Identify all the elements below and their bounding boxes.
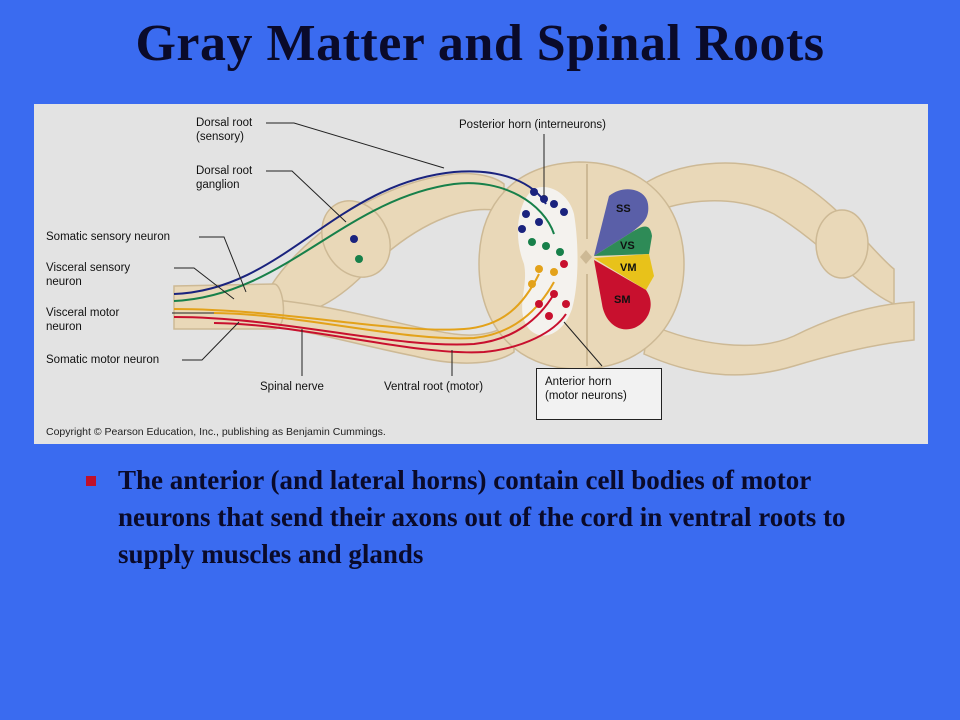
visceral-sensory-leader — [174, 267, 235, 300]
right-nerve-structure — [643, 162, 915, 376]
ventral-root-shape — [263, 298, 515, 364]
interneuron-blue-1 — [530, 188, 538, 196]
label-somatic-sensory-neuron: Somatic sensory neuron — [46, 231, 171, 243]
ss-zone — [594, 189, 649, 256]
zone-label-vm: VM — [620, 262, 637, 274]
copyright-notice: Copyright © Pearson Education, Inc., pub… — [46, 426, 386, 438]
somatic-motor-leader — [182, 321, 240, 361]
zone-label-vs: VS — [620, 240, 635, 252]
label-spinal-nerve: Spinal nerve — [260, 381, 324, 393]
dorsal-root-leader — [266, 122, 445, 169]
interneuron-green-2 — [542, 242, 550, 250]
anterior-horn-leader — [563, 321, 603, 367]
label-visceral-sensory-neuron: Visceral sensory neuron — [46, 262, 131, 288]
interneuron-blue-7 — [518, 225, 526, 233]
bullet-marker — [86, 476, 96, 486]
motor-red-1 — [560, 260, 568, 268]
central-canal — [580, 250, 592, 264]
interneuron-blue-5 — [522, 210, 530, 218]
motor-red-2 — [550, 290, 558, 298]
label-visceral-motor-neuron: Visceral motor neuron — [46, 307, 120, 333]
neuron-cell-bodies — [350, 188, 570, 320]
zone-label-sm: SM — [614, 294, 631, 306]
motor-yellow-2 — [550, 268, 558, 276]
interneuron-green-1 — [528, 238, 536, 246]
label-dorsal-root: Dorsal root (sensory) — [196, 117, 253, 143]
label-somatic-motor-neuron: Somatic motor neuron — [46, 354, 160, 366]
spinal-cord-diagram — [172, 122, 915, 376]
motor-red-4 — [535, 300, 543, 308]
visceral-sensory-axon — [173, 182, 555, 302]
label-posterior-horn: Posterior horn (interneurons) — [459, 119, 607, 131]
interneuron-blue-6 — [535, 218, 543, 226]
label-ventral-root: Ventral root (motor) — [384, 381, 484, 393]
left-gray-matter — [517, 186, 578, 336]
somatic-motor-axon — [173, 293, 555, 346]
somatic-sensory-leader — [199, 236, 247, 293]
visceral-ganglion-cell — [355, 255, 363, 263]
left-nerve-structure — [173, 172, 515, 364]
sensory-ganglion-cell — [350, 235, 358, 243]
visceral-motor-axon-2 — [213, 281, 555, 340]
zone-label-ss: SS — [616, 203, 631, 215]
label-dorsal-root-ganglion: Dorsal root ganglion — [196, 165, 253, 191]
visceral-motor-axon — [173, 273, 540, 331]
leader-lines — [172, 122, 603, 376]
label-anterior-horn: Anterior horn (motor neurons) — [536, 368, 662, 420]
interneuron-green-3 — [556, 248, 564, 256]
interneuron-blue-4 — [560, 208, 568, 216]
vm-zone — [594, 254, 654, 290]
sm-zone — [594, 260, 651, 330]
motor-yellow-3 — [528, 280, 536, 288]
spinal-cord-shape — [478, 161, 685, 370]
somatic-sensory-axon — [173, 170, 547, 295]
bullet-text: The anterior (and lateral horns) contain… — [118, 465, 846, 569]
interneuron-blue-2 — [540, 195, 548, 203]
right-dorsal-root-shape — [643, 162, 895, 306]
somatic-motor-axon-2 — [213, 313, 567, 354]
neuron-pathways — [173, 170, 567, 354]
spinal-cord-figure: Dorsal root (sensory) Dorsal root gangli… — [34, 104, 928, 444]
motor-red-3 — [562, 300, 570, 308]
motor-red-5 — [545, 312, 553, 320]
right-ganglion-shape — [815, 209, 869, 279]
motor-yellow-1 — [535, 265, 543, 273]
ganglion-leader — [266, 170, 347, 223]
interneuron-blue-3 — [550, 200, 558, 208]
gray-matter-zones — [594, 189, 654, 330]
vs-zone — [594, 226, 652, 256]
right-ventral-root-shape — [643, 301, 915, 376]
slide-title: Gray Matter and Spinal Roots — [135, 15, 825, 72]
